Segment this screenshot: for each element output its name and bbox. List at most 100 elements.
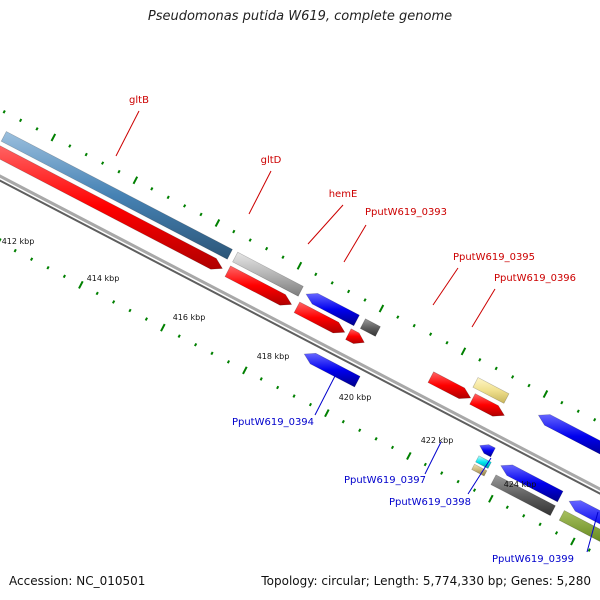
minor-tick bbox=[194, 342, 198, 347]
label-leaders-layer bbox=[115, 110, 599, 553]
minor-tick bbox=[84, 152, 88, 157]
ruler-label: 414 kbp bbox=[87, 274, 120, 283]
cds-upper-right bbox=[537, 414, 600, 455]
ruler-label: 420 kbp bbox=[339, 393, 372, 402]
major-tick bbox=[0, 238, 2, 243]
gene-band-0398 bbox=[490, 474, 556, 517]
gene-band-hemE-small bbox=[359, 318, 381, 337]
minor-tick bbox=[522, 514, 526, 518]
leader-line bbox=[314, 375, 336, 416]
minor-tick bbox=[472, 488, 477, 492]
minor-tick bbox=[440, 471, 444, 475]
minor-tick bbox=[128, 308, 132, 313]
major-tick bbox=[242, 366, 248, 375]
cds-0395a bbox=[427, 371, 472, 399]
gene-band-0397-cyan bbox=[475, 455, 492, 469]
gene-band-gltD bbox=[232, 251, 304, 297]
minor-tick bbox=[429, 332, 433, 336]
major-tick bbox=[406, 451, 412, 460]
major-tick bbox=[460, 347, 467, 356]
feature-label: gltD bbox=[261, 155, 282, 166]
minor-tick bbox=[314, 272, 318, 277]
major-tick bbox=[132, 176, 139, 185]
minor-tick bbox=[445, 340, 449, 345]
backbone-line bbox=[0, 174, 600, 491]
minor-tick bbox=[112, 300, 116, 304]
major-tick bbox=[570, 537, 576, 546]
leader-line bbox=[248, 170, 272, 215]
cds-hemE-fwd bbox=[293, 301, 346, 334]
minor-tick bbox=[35, 127, 39, 131]
minor-tick bbox=[19, 118, 23, 123]
leader-line bbox=[586, 511, 599, 553]
minor-tick bbox=[150, 187, 154, 191]
minor-tick bbox=[232, 229, 236, 234]
major-tick bbox=[78, 280, 84, 289]
minor-tick bbox=[210, 351, 214, 356]
minor-tick bbox=[248, 238, 252, 242]
leader-line bbox=[424, 441, 442, 475]
minor-tick bbox=[101, 161, 105, 165]
minor-tick bbox=[374, 437, 378, 441]
major-tick bbox=[50, 133, 57, 142]
features-layer bbox=[0, 131, 600, 542]
major-tick bbox=[488, 494, 494, 503]
leader-line bbox=[343, 224, 367, 263]
ruler-label: 418 kbp bbox=[257, 352, 290, 361]
minor-tick bbox=[554, 531, 559, 535]
minor-tick bbox=[62, 274, 66, 279]
minor-tick bbox=[341, 419, 345, 424]
cds-0393 bbox=[345, 328, 365, 344]
gene-band-0396 bbox=[472, 377, 510, 404]
minor-tick bbox=[363, 298, 367, 302]
minor-tick bbox=[2, 110, 6, 114]
cds-0397-small bbox=[479, 444, 496, 458]
minor-tick bbox=[281, 255, 285, 259]
cds-0394 bbox=[303, 352, 361, 388]
minor-tick bbox=[527, 383, 531, 388]
minor-tick bbox=[456, 479, 460, 484]
cds-0395b bbox=[469, 393, 505, 417]
minor-tick bbox=[226, 360, 231, 364]
minor-tick bbox=[511, 375, 515, 379]
minor-tick bbox=[576, 409, 580, 413]
cds-0399 bbox=[568, 500, 600, 525]
gene-band-0399 bbox=[558, 510, 600, 542]
minor-tick bbox=[505, 505, 509, 510]
minor-tick bbox=[30, 257, 34, 261]
minor-tick bbox=[560, 400, 564, 405]
feature-label: PputW619_0394 bbox=[232, 417, 314, 428]
major-tick bbox=[378, 304, 385, 313]
major-tick bbox=[214, 219, 221, 227]
minor-tick bbox=[177, 334, 181, 338]
ruler-label: 424 kbp bbox=[504, 480, 537, 489]
major-tick bbox=[160, 323, 166, 332]
feature-label: PputW619_0393 bbox=[365, 207, 447, 218]
ruler-label: 412 kbp bbox=[2, 237, 35, 246]
cds-gltB bbox=[0, 145, 223, 270]
major-ticks-layer bbox=[0, 133, 576, 546]
genome-summary-text: Topology: circular; Length: 5,774,330 bp… bbox=[261, 574, 591, 588]
backbone-line bbox=[0, 179, 600, 495]
ruler-label: 422 kbp bbox=[421, 436, 454, 445]
minor-tick bbox=[308, 402, 312, 407]
feature-label: PputW619_0399 bbox=[492, 554, 574, 565]
tick-dots-layer bbox=[2, 110, 597, 552]
minor-tick bbox=[593, 417, 597, 422]
feature-label: PputW619_0398 bbox=[389, 497, 471, 508]
cds-gltD bbox=[224, 265, 293, 306]
minor-tick bbox=[423, 462, 427, 467]
minor-tick bbox=[538, 522, 542, 527]
minor-tick bbox=[494, 366, 498, 371]
minor-tick bbox=[358, 428, 362, 433]
minor-tick bbox=[183, 204, 187, 208]
feature-label: PputW619_0396 bbox=[494, 273, 576, 284]
minor-tick bbox=[259, 377, 263, 381]
major-tick bbox=[324, 409, 330, 418]
major-tick bbox=[296, 261, 303, 270]
ruler-label: 416 kbp bbox=[173, 313, 206, 322]
accession-text: Accession: NC_010501 bbox=[9, 574, 146, 588]
ruler-labels-layer: 412 kbp 414 kbp 416 kbp 418 kbp 420 kbp 422 k… bbox=[2, 237, 537, 489]
feature-label: PputW619_0395 bbox=[453, 252, 535, 263]
